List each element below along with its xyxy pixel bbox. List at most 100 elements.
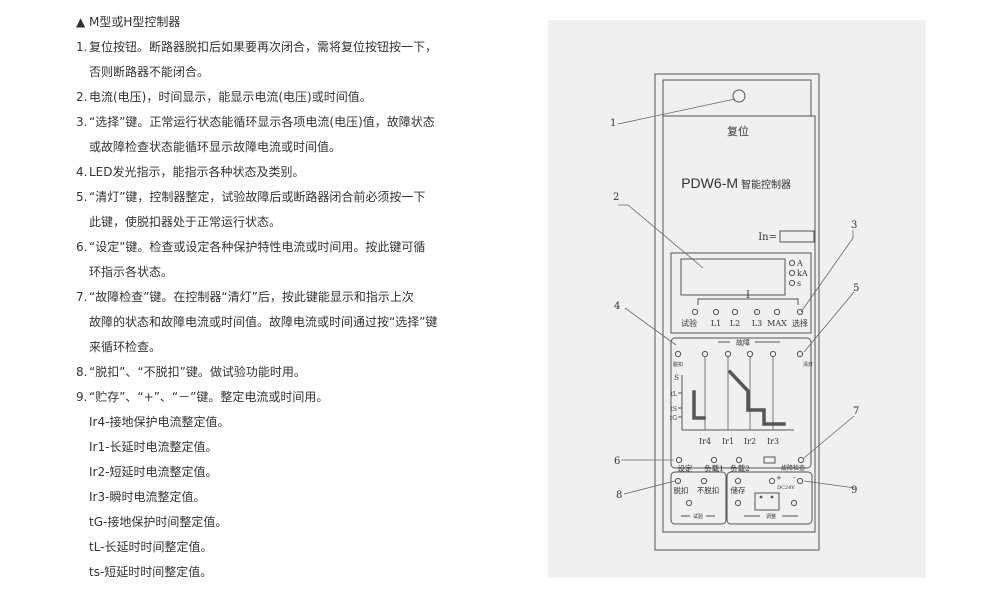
item-line: LED发光指示，能指示各种状态及类别。	[89, 165, 305, 179]
callout-7: 7	[853, 406, 859, 417]
led-fault-2	[724, 350, 732, 358]
controller-diagram: 1 2 3 4 5 6 7 8 9 复位 PDW6-M 智能控制器 In= A …	[610, 73, 859, 551]
led-s	[788, 279, 796, 287]
axis-ir2: Ir2	[744, 437, 756, 446]
in-value-box	[779, 230, 815, 243]
fault-label: 故障	[736, 338, 750, 347]
btn-no-trip[interactable]	[700, 477, 708, 485]
row1-l2: L2	[730, 319, 740, 328]
reset-window	[662, 79, 812, 117]
led-fault-3	[746, 350, 754, 358]
btn-trip[interactable]	[674, 477, 682, 485]
reset-label: 复位	[727, 124, 749, 138]
test-label: 试验	[693, 513, 703, 520]
item-line: “设定”键。检查或设定各种保护特性电流或时间用。按此键可循	[89, 240, 426, 254]
reset-button[interactable]	[732, 89, 746, 103]
leader-8	[623, 480, 676, 495]
axis-ir1: Ir1	[722, 437, 734, 446]
leader-2	[618, 204, 704, 269]
led-l2	[731, 308, 739, 316]
item-line: 环指示各状态。	[89, 265, 174, 279]
btn-clear-light[interactable]	[796, 350, 804, 358]
axis-ts: tS	[670, 406, 677, 413]
param-line: Ir3-瞬时电流整定值。	[89, 490, 206, 504]
adjust-section	[726, 471, 813, 525]
param-line: Ir4-接地保护电流整定值。	[89, 415, 230, 429]
led-l3	[753, 308, 761, 316]
btn-test[interactable]	[691, 308, 699, 316]
btn-store[interactable]	[734, 477, 742, 485]
btn-set[interactable]	[675, 456, 683, 464]
curve-ground	[692, 390, 706, 420]
btn-fault-check[interactable]	[797, 456, 805, 464]
row3-trip: 脱扣	[674, 485, 689, 495]
callout-3: 3	[851, 220, 857, 231]
leader-3	[800, 230, 854, 313]
i-label: I	[746, 290, 750, 301]
led-l1	[712, 308, 720, 316]
item-line: “清灯”键，控制器整定，试验故障后或断路器闭合前必须按一下	[89, 190, 426, 204]
item-line: 来循环检查。	[89, 340, 162, 354]
param-line: tL-长延时时间整定值。	[89, 540, 213, 554]
led-ka	[788, 269, 796, 277]
adjust-led	[790, 499, 798, 507]
row2-fault-check: 故障检查	[781, 464, 805, 472]
row3-plus: +	[776, 474, 782, 482]
in-label: In=	[758, 232, 777, 243]
model-suffix: 智能控制器	[741, 178, 791, 191]
item-number: 6.	[76, 240, 88, 254]
row2-load1: 负载1	[704, 463, 724, 473]
btn-select[interactable]	[796, 308, 804, 316]
callout-6: 6	[614, 456, 620, 467]
clear-light-label: 清灯	[803, 361, 813, 368]
fault-section	[670, 337, 812, 469]
axis-s: S	[674, 374, 679, 382]
leader-5	[803, 291, 855, 353]
leader-4	[624, 307, 677, 346]
callout-8: 8	[616, 490, 622, 501]
item-line: 复位按钮。断路器脱扣后如果要再次闭合，需将复位按钮按一下，	[89, 40, 438, 54]
row3-no-trip: 不脱扣	[697, 485, 720, 495]
item-line: “脱扣”、“不脱扣”键。做试验功能时用。	[89, 365, 306, 379]
unit-ka: kA	[797, 269, 808, 278]
btn-minus[interactable]	[796, 477, 804, 485]
param-line: tG-接地保护时间整定值。	[89, 515, 228, 529]
param-line: Ir1-长延时电流整定值。	[89, 440, 218, 454]
axis-tg: tG	[670, 415, 677, 422]
item-line: 此键，使脱扣器处于正常运行状态。	[89, 215, 282, 229]
axis-tl: tL	[671, 391, 677, 398]
controller-body	[654, 73, 820, 551]
store-led	[734, 499, 742, 507]
led-trip	[674, 350, 682, 358]
leader-7	[803, 415, 855, 459]
item-line: “故障检查”键。在控制器“清灯”后，按此键能显示和指示上次	[89, 290, 414, 304]
callout-2: 2	[613, 192, 619, 203]
front-panel	[662, 115, 816, 533]
callout-9: 9	[851, 485, 857, 496]
callout-5: 5	[853, 283, 859, 294]
row1-l1: L1	[711, 319, 721, 328]
led-load-2	[735, 456, 743, 464]
curve-protection	[727, 369, 786, 426]
display-section	[670, 252, 812, 334]
indicator-rect	[763, 456, 776, 464]
section-heading: ▲ M型或H型控制器	[76, 15, 181, 29]
row1-test: 试验	[681, 318, 697, 328]
item-line: “贮存”、“+”、“－”键。整定电流或时间用。	[89, 390, 329, 404]
item-line: 电流(电压)，时间显示，能显示电流(电压)或时间值。	[89, 90, 372, 104]
item-number: 8.	[76, 365, 88, 379]
row1-l3: L3	[752, 319, 762, 328]
test-section	[670, 471, 727, 525]
dc24v-socket	[754, 492, 780, 511]
item-number: 5.	[76, 190, 88, 204]
btn-plus[interactable]	[768, 477, 776, 485]
item-number: 4.	[76, 165, 88, 179]
param-line: Ir2-短延时电流整定值。	[89, 465, 218, 479]
digital-display	[680, 258, 786, 296]
row3-store: 储存	[731, 485, 746, 495]
item-number: 1.	[76, 40, 88, 54]
item-line: 故障的状态和故障电流或时间值。故障电流或时间通过按“选择”键	[89, 315, 438, 329]
item-number: 2.	[76, 90, 88, 104]
trip-indicator-label: 脱扣	[673, 361, 683, 368]
row1-max: MAX	[767, 319, 787, 328]
